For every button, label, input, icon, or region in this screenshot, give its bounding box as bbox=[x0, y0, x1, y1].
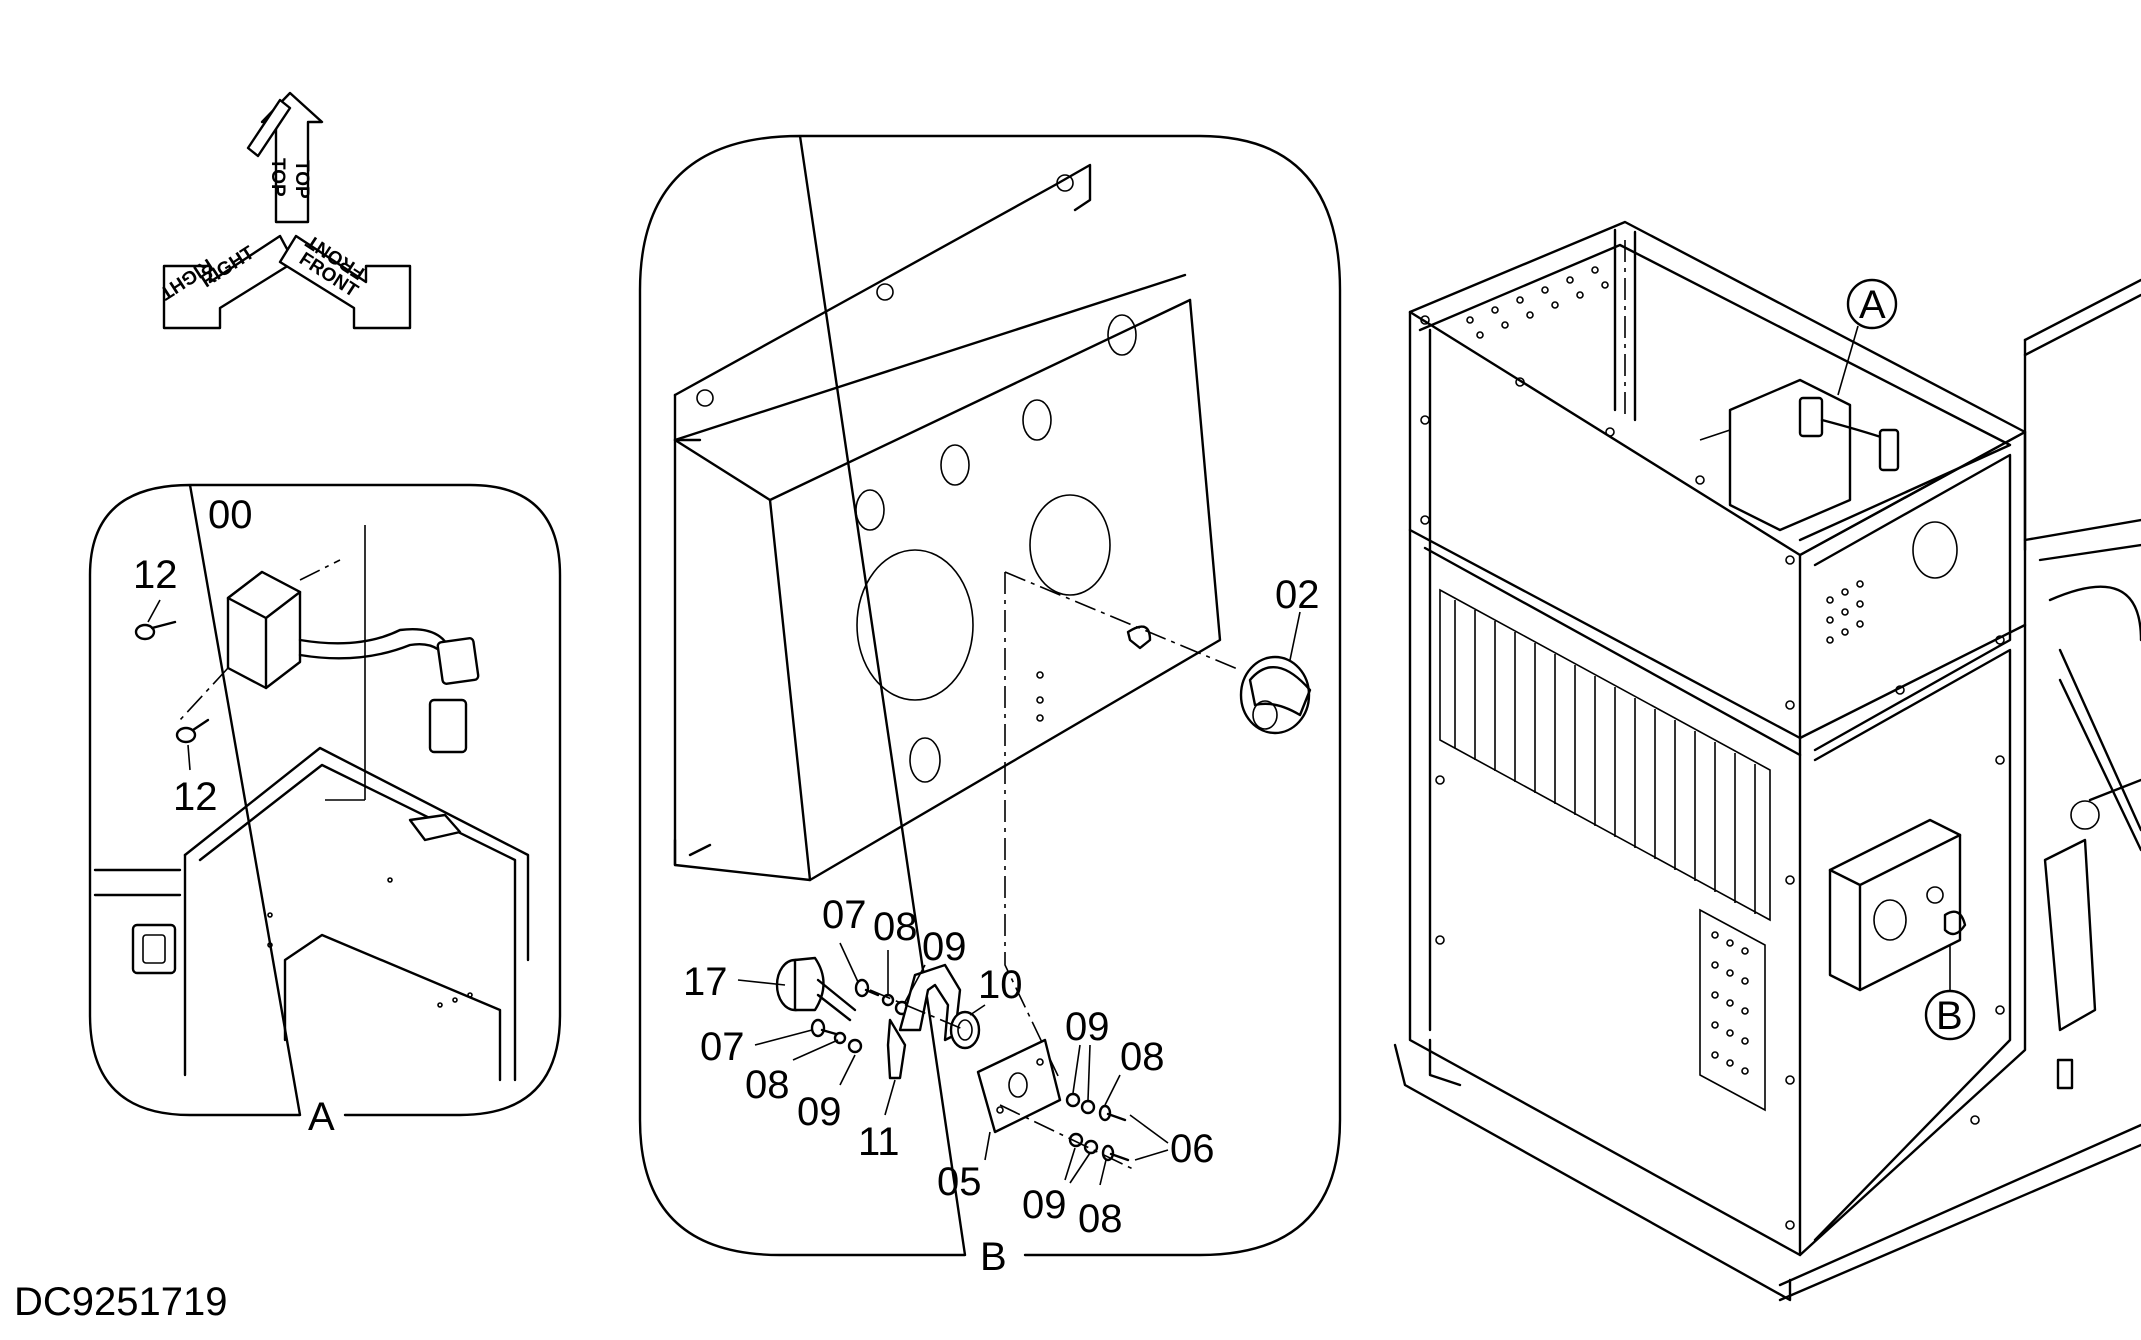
housing-top bbox=[1408, 220, 2027, 557]
label-08-right: 08 bbox=[1120, 1035, 1165, 1079]
side-switch-panel bbox=[1828, 818, 1967, 992]
label-07-lower: 07 bbox=[700, 1025, 745, 1069]
rotary-knob-02 bbox=[1239, 655, 1312, 735]
label-09-bottom: 09 bbox=[1022, 1183, 1067, 1227]
panel-screws bbox=[1420, 315, 2005, 1230]
side-perforations bbox=[1826, 521, 1958, 644]
housing-front-face bbox=[1408, 310, 1802, 1257]
label-09-right: 09 bbox=[1065, 1005, 1110, 1049]
document-id: DC9251719 bbox=[14, 1280, 228, 1324]
switch-panel-box bbox=[673, 163, 1241, 1081]
machine-main-view: A B bbox=[1393, 220, 2141, 1302]
orientation-top-label-2: TOP bbox=[291, 160, 312, 199]
screw-12-upper bbox=[134, 620, 177, 641]
label-02: 02 bbox=[1275, 573, 1320, 617]
label-06: 06 bbox=[1170, 1127, 1215, 1171]
relay-module-00 bbox=[179, 559, 480, 754]
label-08-lower: 08 bbox=[745, 1063, 790, 1107]
inner-relay-assembly bbox=[1699, 378, 1900, 532]
top-arrow-front-face bbox=[246, 98, 292, 158]
detail-b-view-label: B bbox=[980, 1235, 1007, 1279]
label-09-upper: 09 bbox=[922, 925, 967, 969]
front-arrow-icon bbox=[278, 234, 412, 330]
detail-b-frame bbox=[638, 134, 1342, 1257]
detail-a-frame bbox=[88, 483, 562, 1117]
label-10: 10 bbox=[978, 963, 1023, 1007]
housing-side-face bbox=[1798, 430, 2027, 1257]
top-perforations bbox=[1466, 266, 1609, 339]
label-09-lower: 09 bbox=[797, 1090, 842, 1134]
callout-b: B bbox=[1924, 945, 1976, 1041]
right-structure bbox=[2023, 278, 2141, 1090]
label-17: 17 bbox=[683, 960, 728, 1004]
detail-b-view: B bbox=[638, 134, 1342, 1279]
detail-a-boss bbox=[408, 813, 462, 842]
detail-a-view: A bbox=[88, 483, 562, 1139]
callout-a: A bbox=[1837, 278, 1898, 396]
label-08-upper: 08 bbox=[873, 905, 918, 949]
detail-a-bracket bbox=[93, 525, 530, 1082]
switch-assembly bbox=[775, 956, 1136, 1171]
label-11: 11 bbox=[858, 1120, 900, 1164]
label-08-bottom: 08 bbox=[1078, 1197, 1123, 1241]
screw-12-lower bbox=[175, 718, 210, 744]
perforated-panel bbox=[1699, 908, 1766, 1112]
orientation-top-label: TOP bbox=[267, 158, 288, 197]
label-12-upper: 12 bbox=[133, 553, 178, 597]
detail-b-leaders bbox=[737, 611, 1301, 1186]
orientation-indicator: TOP TOP RIGHT RIGHT FRONT FRONT bbox=[155, 91, 412, 330]
louvre-grille bbox=[1439, 588, 1771, 922]
label-05: 05 bbox=[937, 1160, 982, 1204]
label-00: 00 bbox=[208, 493, 253, 537]
callout-b-label: B bbox=[1936, 994, 1963, 1038]
label-07-upper: 07 bbox=[822, 893, 867, 937]
label-12-lower: 12 bbox=[173, 775, 218, 819]
detail-a-view-label: A bbox=[308, 1095, 335, 1139]
callout-a-label: A bbox=[1859, 283, 1886, 327]
